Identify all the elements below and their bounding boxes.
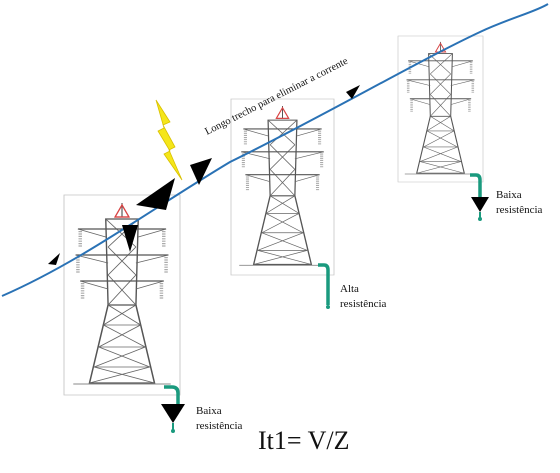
ground-label-middle-line1: Alta [340,283,359,295]
ground-lead-middle [318,263,330,309]
ground-lead-right [470,173,489,221]
tower-right [396,34,485,184]
lightning-bolt-icon [155,99,183,181]
ground-lead-left [161,385,185,433]
ground-label-right-line1: Baixa [496,189,522,201]
tower-middle [229,97,336,277]
ground-label-right-line2: resistência [496,204,543,216]
ground-label-left-line2: resistência [196,420,243,432]
current-arrow-icon [136,178,175,210]
current-arrow-icon [122,225,138,252]
current-arrow-icon [346,85,360,99]
ground-label-left-line1: Baixa [196,405,222,417]
current-arrow-icon [190,158,212,185]
current-arrow-icon [48,253,60,265]
ground-label-middle-line2: resistência [340,298,387,310]
formula: It1= V/Z [258,426,349,455]
transmission-line [1,3,549,297]
